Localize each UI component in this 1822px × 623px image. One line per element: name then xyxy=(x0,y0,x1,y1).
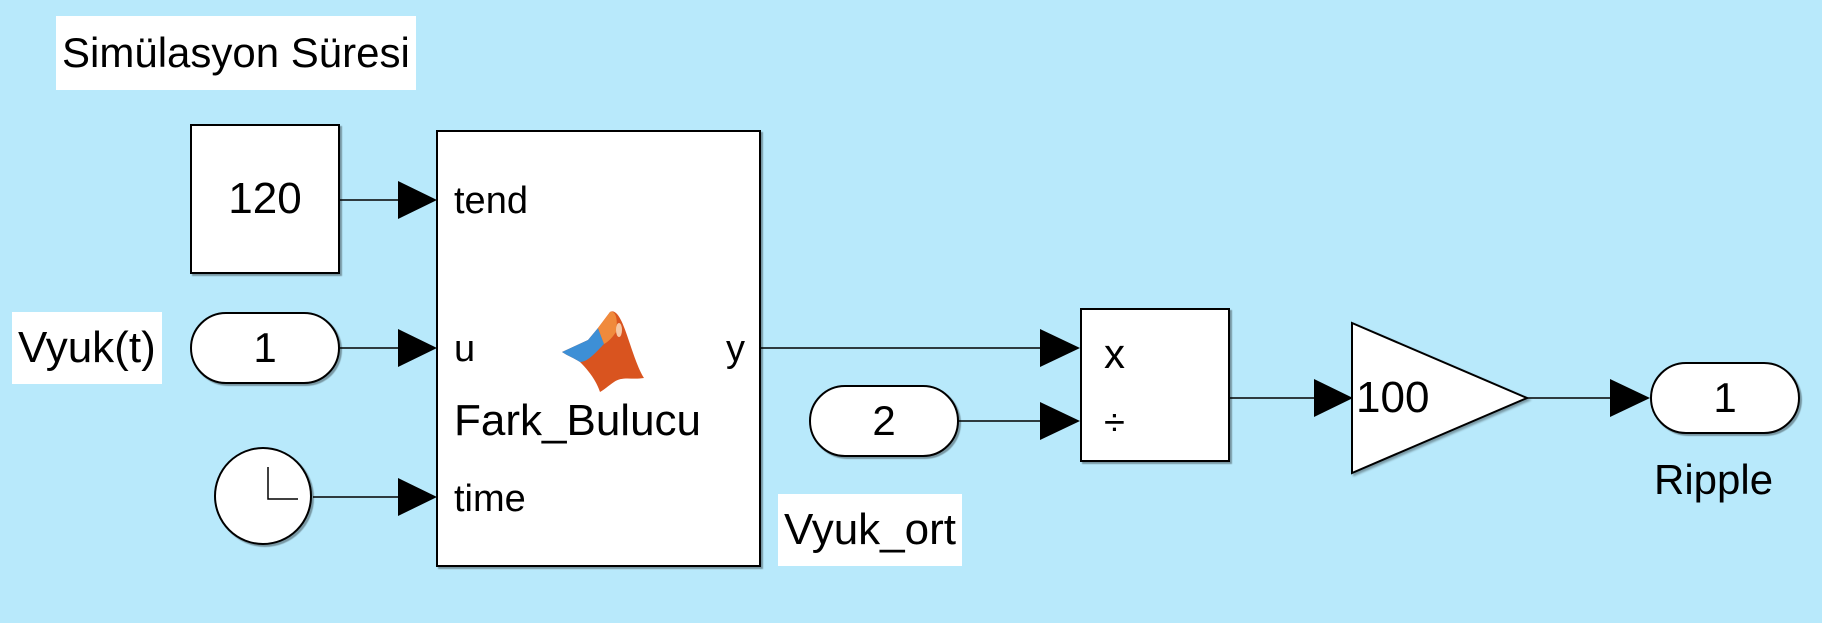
constant-block[interactable]: 120 xyxy=(190,124,340,274)
outport-block[interactable]: 1 xyxy=(1650,362,1800,434)
inport-block-u[interactable]: 1 xyxy=(190,312,340,384)
annotation-ripple: Ripple xyxy=(1654,456,1774,503)
arrowhead xyxy=(1040,402,1080,440)
matlab-logo-icon xyxy=(562,311,644,392)
arrowhead xyxy=(398,478,437,516)
divide-block[interactable]: x ÷ xyxy=(1080,308,1230,462)
port-label-u: u xyxy=(454,328,476,370)
gain-block[interactable] xyxy=(1351,321,1530,475)
port-label-tend: tend xyxy=(454,180,528,222)
clock-block[interactable] xyxy=(214,447,312,545)
port-label-multiply: x xyxy=(1104,330,1125,377)
function-block-name: Fark_Bulucu xyxy=(454,396,702,445)
inport-block-avg[interactable]: 2 xyxy=(809,385,959,457)
port-label-divide: ÷ xyxy=(1104,402,1125,444)
constant-value: 120 xyxy=(228,174,302,223)
clock-icon xyxy=(267,467,298,500)
annotation-vyuk-ort: Vyuk_ort xyxy=(778,494,963,566)
arrowhead xyxy=(1314,379,1353,417)
port-label-y: y xyxy=(726,328,745,370)
arrowhead xyxy=(398,181,437,219)
arrowhead xyxy=(398,329,437,367)
port-label-time: time xyxy=(454,478,526,520)
annotation-sim-time: Simülasyon Süresi xyxy=(56,16,416,90)
matlab-function-block[interactable]: tend u time y Fark_Bulucu xyxy=(436,130,761,567)
outport-value: 1 xyxy=(1713,374,1737,421)
inport-u-value: 1 xyxy=(253,324,277,371)
arrowhead xyxy=(1610,379,1650,417)
arrowhead xyxy=(1040,329,1080,367)
inport-avg-value: 2 xyxy=(872,397,896,444)
annotation-vyuk-t: Vyuk(t) xyxy=(12,312,162,384)
gain-value: 100 xyxy=(1356,373,1430,422)
